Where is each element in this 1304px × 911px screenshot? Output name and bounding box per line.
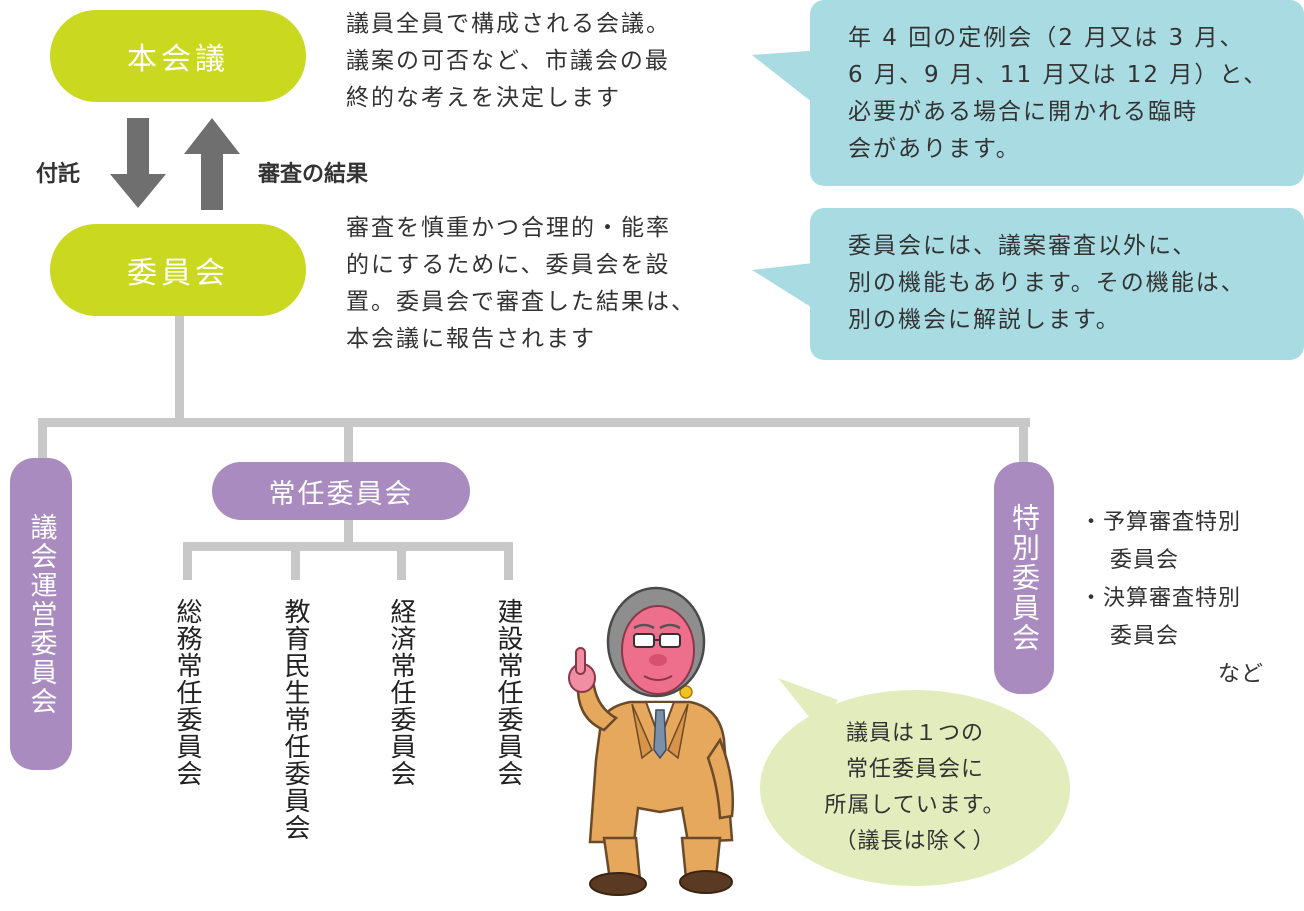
committee-label: 委員会 — [127, 256, 229, 291]
speech-line: （議長は除く） — [834, 829, 996, 854]
committee-callout: 委員会には、議案審査以外に、 別の機能もあります。その機能は、 別の機会に解説し… — [810, 208, 1304, 360]
plenary-description-line: 議員全員で構成される会議。 — [346, 11, 671, 37]
special-committee-label: 特別委員会 — [1008, 503, 1041, 653]
review-result-label: 審査の結果 — [258, 162, 369, 187]
standing-committee-node: 常任委員会 — [212, 462, 470, 520]
plenary-node: 本会議 — [50, 10, 306, 102]
connector-item-4 — [504, 542, 513, 580]
committee-description-line: 審査を慎重かつ合理的・能率 — [346, 215, 671, 241]
committee-description: 審査を慎重かつ合理的・能率 的にするために、委員会を設 置。委員会で審査した結果… — [346, 210, 766, 358]
standing-committee-economy: 経済常任委員会 — [386, 598, 416, 787]
committee-description-line: 置。委員会で審査した結果は、 — [346, 289, 696, 315]
down-arrow-icon — [110, 118, 166, 208]
speech-line: 議員は１つの — [845, 721, 984, 746]
connector-item-1 — [183, 542, 192, 580]
special-note-line: など — [1217, 662, 1264, 687]
connector-item-2 — [291, 542, 300, 580]
standing-committee-general-affairs: 総務常任委員会 — [172, 598, 202, 787]
up-arrow-icon — [184, 118, 240, 210]
connector-special — [1019, 418, 1028, 468]
connector-steering — [38, 418, 47, 462]
plenary-callout: 年 4 回の定例会（2 月又は 3 月、 6 月、9 月、11 月又は 12 月… — [810, 0, 1304, 186]
connector-standing-horizontal — [183, 542, 513, 551]
speech-line: 所属しています。 — [824, 793, 1006, 818]
speech-bubble: 議員は１つの 常任委員会に 所属しています。 （議長は除く） — [760, 690, 1070, 886]
connector-item-3 — [397, 542, 406, 580]
committee-callout-line: 別の機能もあります。その機能は、 — [848, 270, 1246, 296]
referral-label: 付託 — [36, 162, 81, 187]
committee-callout-line: 別の機会に解説します。 — [848, 307, 1121, 333]
plenary-callout-line: 年 4 回の定例会（2 月又は 3 月、 — [848, 25, 1245, 51]
speech-line: 常任委員会に — [845, 757, 984, 782]
council-member-mascot-icon — [568, 586, 735, 896]
committee-node: 委員会 — [50, 224, 306, 316]
plenary-callout-line: 6 月、9 月、11 月又は 12 月）と、 — [848, 62, 1269, 88]
special-note-line: ・決算審査特別 — [1080, 586, 1242, 611]
plenary-description: 議員全員で構成される会議。 議案の可否など、市議会の最 終的な考えを決定します — [346, 6, 766, 117]
connector-standing — [344, 418, 353, 466]
connector-standing-down — [344, 515, 353, 547]
committee-callout-line: 委員会には、議案審査以外に、 — [848, 233, 1198, 259]
committee-callout-tail — [752, 262, 822, 314]
plenary-callout-line: 必要がある場合に開かれる臨時 — [848, 99, 1198, 125]
standing-committee-label: 常任委員会 — [268, 478, 414, 510]
standing-committee-education-welfare: 教育民生常任委員会 — [280, 598, 310, 841]
standing-committee-construction: 建設常任委員会 — [493, 598, 523, 787]
committee-description-line: 的にするために、委員会を設 — [346, 252, 671, 278]
special-note-line: ・予算審査特別 — [1080, 510, 1242, 535]
plenary-callout-line: 会があります。 — [848, 136, 1021, 162]
special-committee-node: 特別委員会 — [994, 462, 1054, 694]
special-note-line: 委員会 — [1110, 548, 1180, 573]
special-note-line: 委員会 — [1110, 624, 1180, 649]
steering-committee-label: 議会運営委員会 — [25, 512, 57, 716]
plenary-description-line: 終的な考えを決定します — [346, 85, 621, 111]
plenary-description-line: 議案の可否など、市議会の最 — [346, 48, 670, 74]
plenary-callout-tail — [752, 50, 822, 110]
steering-committee-node: 議会運営委員会 — [10, 458, 72, 770]
committee-description-line: 本会議に報告されます — [346, 326, 596, 352]
special-committee-notes: ・予算審査特別 委員会 ・決算審査特別 委員会 など — [1080, 508, 1280, 698]
connector-horizontal-main — [38, 418, 1030, 427]
connector-committee-down — [175, 310, 184, 422]
plenary-label: 本会議 — [127, 42, 229, 77]
